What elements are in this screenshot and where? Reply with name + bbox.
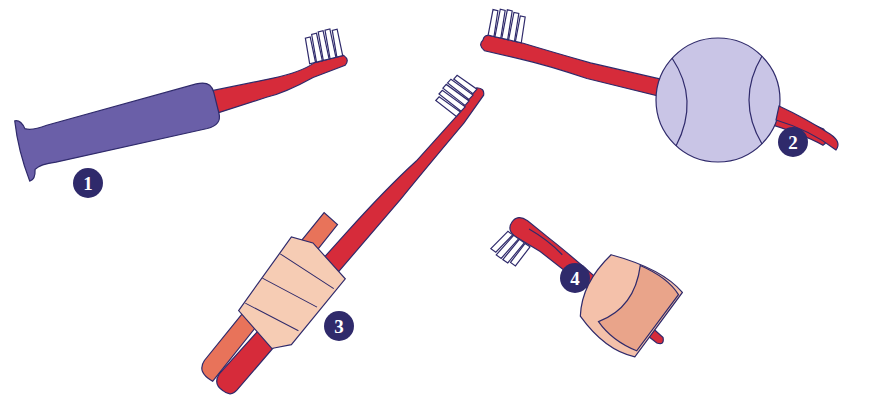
ball-toothbrush	[476, 6, 840, 146]
callout-circle: 3	[324, 311, 354, 341]
grip-toothbrush	[10, 27, 357, 182]
callout-number: 3	[334, 317, 344, 336]
callout-number: 2	[788, 133, 798, 152]
callout-circle: 2	[778, 127, 808, 157]
callout-number: 1	[83, 174, 93, 193]
callout-circle: 4	[560, 263, 590, 293]
ball-seam	[672, 56, 762, 146]
callout-circle: 1	[73, 168, 103, 198]
sleeve-toothbrush	[484, 186, 694, 370]
splint-toothbrush	[184, 61, 504, 400]
callout-number: 4	[570, 269, 580, 288]
tennis-ball	[656, 38, 780, 162]
